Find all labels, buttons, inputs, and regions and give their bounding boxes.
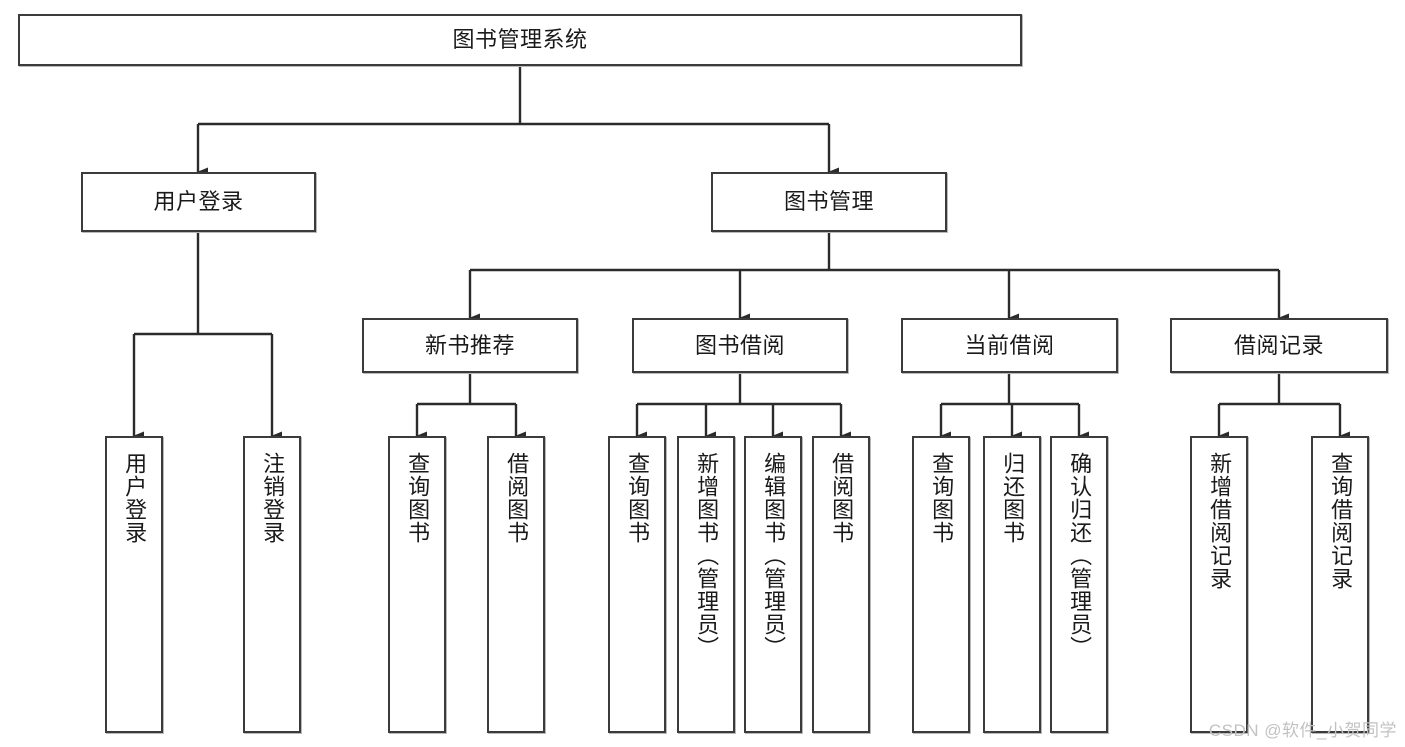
node-leaf-9[interactable]: 查询图书 — [912, 436, 970, 733]
node-label: 图书管理 — [783, 189, 874, 215]
node-l3-2[interactable]: 图书借阅 — [632, 318, 848, 373]
node-label: 借阅图书 — [829, 452, 855, 544]
node-label: 用户登录 — [153, 189, 244, 215]
node-leaf-12[interactable]: 新增借阅记录 — [1190, 436, 1248, 733]
node-leaf-11[interactable]: 确认归还（管理员） — [1050, 436, 1108, 733]
node-leaf-7[interactable]: 编辑图书（管理员） — [744, 436, 802, 733]
node-label: 图书管理系统 — [452, 27, 588, 53]
node-label: 借阅图书 — [504, 452, 530, 544]
node-label: 查询图书 — [405, 452, 431, 544]
connector-edges — [132, 66, 1350, 441]
node-label: 新增图书（管理员） — [694, 452, 720, 659]
node-l3-4[interactable]: 借阅记录 — [1170, 318, 1388, 373]
node-label: 用户登录 — [122, 452, 148, 544]
node-label: 新增借阅记录 — [1207, 452, 1233, 590]
node-label: 确认归还（管理员） — [1067, 452, 1093, 659]
node-leaf-13[interactable]: 查询借阅记录 — [1311, 436, 1369, 733]
node-leaf-2[interactable]: 注销登录 — [243, 436, 301, 733]
node-leaf-3[interactable]: 查询图书 — [388, 436, 446, 733]
node-label: 查询图书 — [625, 452, 651, 544]
node-l2-2[interactable]: 图书管理 — [711, 172, 947, 232]
node-leaf-1[interactable]: 用户登录 — [105, 436, 163, 733]
node-label: 编辑图书（管理员） — [761, 452, 787, 659]
node-leaf-10[interactable]: 归还图书 — [983, 436, 1041, 733]
node-label: 注销登录 — [260, 452, 286, 544]
node-l3-1[interactable]: 新书推荐 — [362, 318, 578, 373]
node-label: 图书借阅 — [694, 332, 785, 358]
node-leaf-4[interactable]: 借阅图书 — [487, 436, 545, 733]
node-label: 借阅记录 — [1233, 332, 1324, 358]
node-label: 查询借阅记录 — [1328, 452, 1354, 590]
node-label: 查询图书 — [929, 452, 955, 544]
node-leaf-8[interactable]: 借阅图书 — [812, 436, 870, 733]
node-label: 归还图书 — [1000, 452, 1026, 544]
node-root[interactable]: 图书管理系统 — [18, 14, 1022, 66]
node-leaf-6[interactable]: 新增图书（管理员） — [677, 436, 735, 733]
watermark-text: CSDN @软件_小贺同学 — [1208, 721, 1397, 740]
node-l3-3[interactable]: 当前借阅 — [901, 318, 1118, 373]
node-label: 新书推荐 — [424, 332, 515, 358]
node-leaf-5[interactable]: 查询图书 — [608, 436, 666, 733]
node-label: 当前借阅 — [964, 332, 1055, 358]
node-l2-1[interactable]: 用户登录 — [81, 172, 316, 232]
